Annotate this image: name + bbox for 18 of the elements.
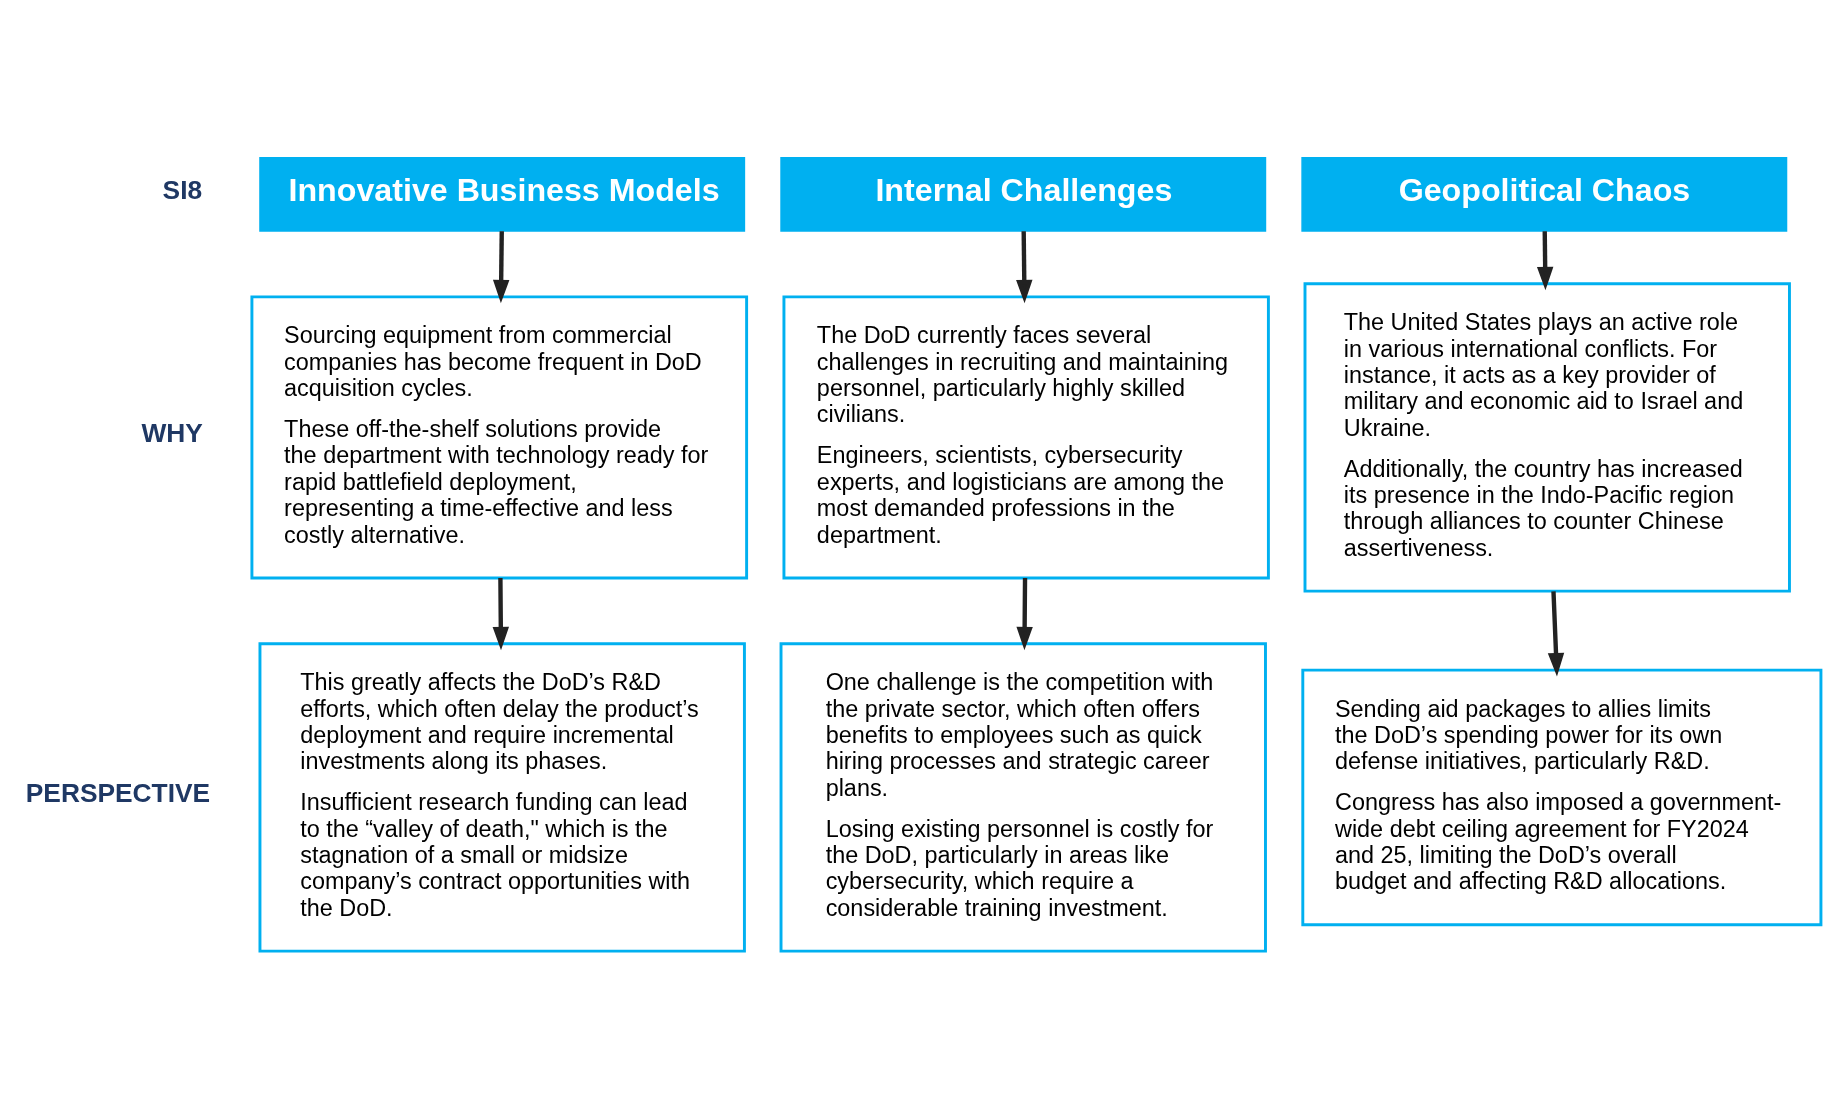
- node-box: Internal Challenges: [780, 156, 1267, 232]
- node-box: Sending aid packages to allies limits the DoD’s spending power for its own defense initiatives, particularly R&D. Congress has also imposed a government-wide debt ceiling agreement for FY2024 and 25, limiting the DoD’s overall budget and affecting R&D allocations.: [1301, 668, 1823, 926]
- node-box: The United States plays an active role in various international conflicts. For instance, it acts as a key provider of military and economic aid to Israel and Ukraine. Additionally, the country has increased its presence in the Indo-Pacific region through alliances to counter Chinese assertiveness.: [1303, 281, 1791, 593]
- node-box: One challenge is the competition with the private sector, which often offers benefits to employees such as quick hiring processes and strategic career plans. Losing existing personnel is costly for the DoD, particularly in areas like cybersecurity, which require a considerable training investment.: [779, 641, 1267, 953]
- arrow: [492, 577, 509, 650]
- label: SI8: [162, 174, 203, 205]
- arrow: [1536, 230, 1554, 290]
- node-box: Sourcing equipment from commercial companies has become frequent in DoD acquisition cycles. These off-the-shelf solutions provide the department with technology ready for rapid battlefield deployment, representing a time-effective and less costly alternative.: [250, 294, 749, 579]
- arrow: [1016, 230, 1033, 303]
- node-box: The DoD currently faces several challenges in recruiting and maintaining personnel, particularly highly skilled civilians. Engineers, scientists, cybersecurity experts, and logisticians are among the most demanded professions in the department.: [782, 294, 1270, 579]
- arrow: [492, 230, 510, 303]
- node-box: Geopolitical Chaos: [1301, 156, 1788, 232]
- arrow: [1016, 577, 1033, 650]
- arrow: [1547, 590, 1565, 676]
- node-box: Innovative Business Models: [259, 156, 746, 232]
- label: WHY: [141, 417, 203, 448]
- label: PERSPECTIVE: [25, 777, 211, 808]
- node-box: This greatly affects the DoD’s R&D efforts, which often delay the product’s deployment and require incremental investments along its phases. Insufficient research funding can lead to the “valley of death," which is the stagnation of a small or midsize company’s contract opportunities with the DoD.: [258, 641, 746, 953]
